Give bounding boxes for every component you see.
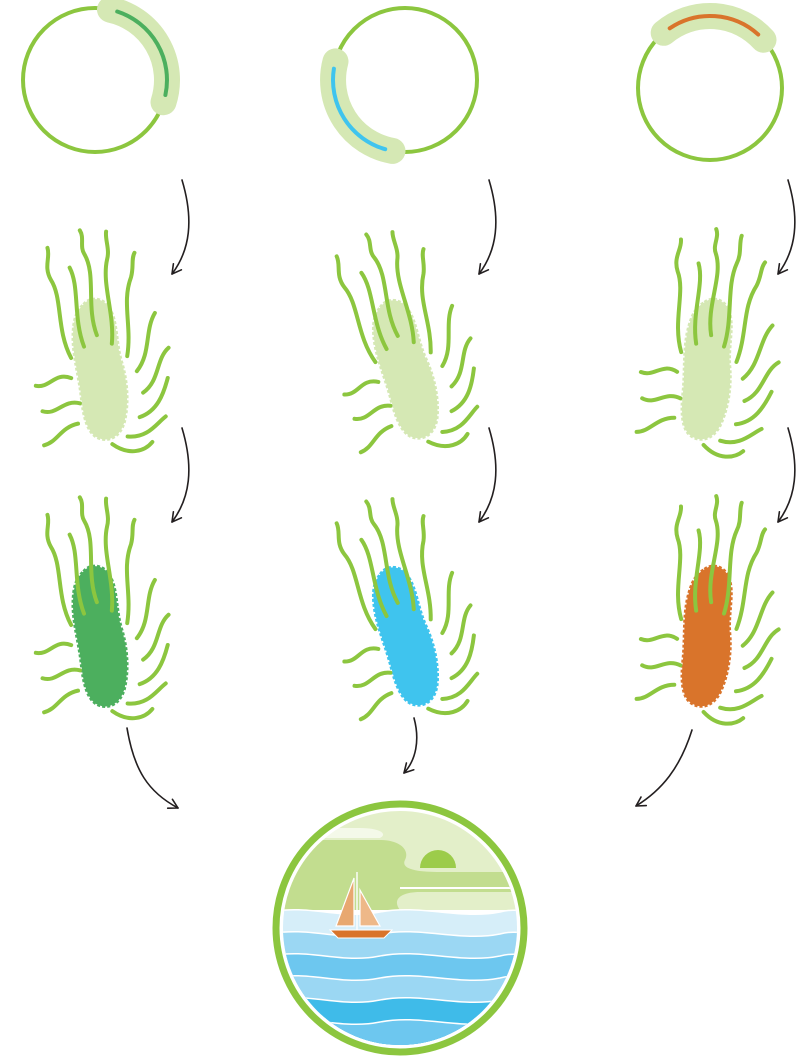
recipient-cell-orange <box>633 223 792 461</box>
flow-arrow <box>778 180 795 274</box>
transformed-cell-orange <box>633 490 792 728</box>
plasmid-green <box>23 8 167 152</box>
flow-arrow <box>479 180 496 274</box>
plasmid-blue <box>333 8 477 152</box>
flow-arrow <box>172 180 189 274</box>
flow-arrow <box>172 428 189 522</box>
flow-arrow <box>479 428 496 522</box>
flow-arrow <box>127 728 178 808</box>
flow-arrow <box>636 730 692 806</box>
flow-arrow <box>404 718 417 773</box>
transformed-cell-blue <box>308 483 494 734</box>
flow-arrow <box>778 428 795 522</box>
recipient-cell-blue <box>308 216 494 467</box>
plasmid-orange <box>638 16 782 160</box>
recipient-cell-green <box>20 222 179 460</box>
hull <box>330 930 392 938</box>
transformed-cell-green <box>20 489 179 727</box>
result-medallion <box>270 800 530 1059</box>
